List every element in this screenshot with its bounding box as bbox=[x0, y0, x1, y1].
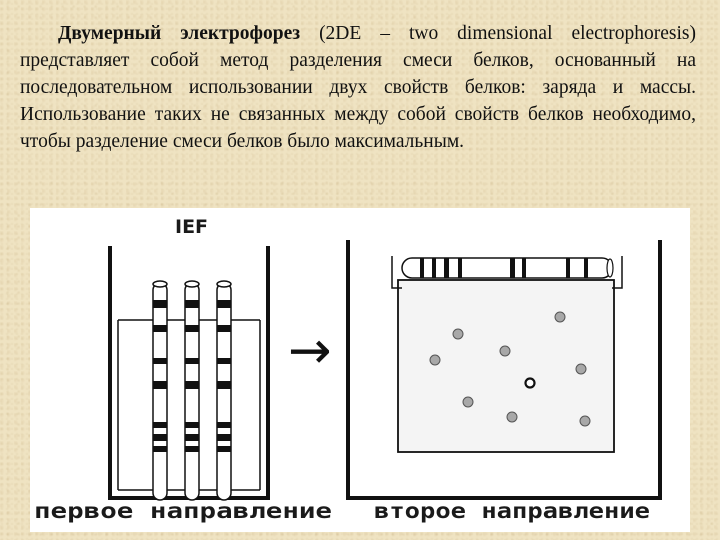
ief-tube-1 bbox=[152, 280, 168, 501]
arrow-right-icon: → bbox=[288, 321, 332, 381]
ief-label: IEF bbox=[175, 216, 208, 238]
paragraph-body: (2DE – two dimensional electrophoresis) … bbox=[20, 23, 696, 152]
ief-tube-2 bbox=[184, 280, 200, 501]
intro-paragraph: Двумерный электрофорез (2DE – two dimens… bbox=[20, 20, 696, 155]
ief-tube-3 bbox=[216, 280, 232, 501]
electrophoresis-diagram: IEF bbox=[34, 216, 662, 524]
protein-spots bbox=[429, 311, 591, 427]
electrophoresis-figure: IEF bbox=[30, 208, 690, 532]
first-direction-caption: первое направление bbox=[34, 499, 332, 524]
term-2de: Двумерный электрофорез bbox=[58, 23, 301, 44]
second-direction-caption: второе направление bbox=[374, 499, 650, 524]
marked-protein-spot bbox=[524, 377, 536, 389]
second-direction-tank bbox=[346, 240, 662, 500]
